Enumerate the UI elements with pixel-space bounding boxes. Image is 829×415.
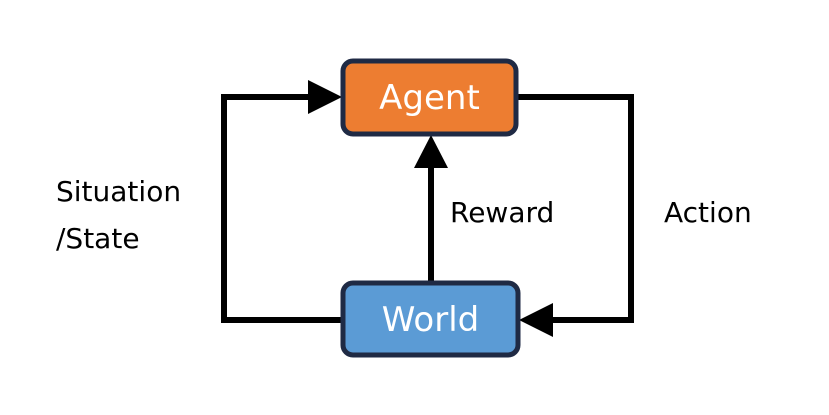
state-arrowhead [308, 80, 342, 114]
reward-label: Reward [450, 196, 554, 229]
state-label-line1: Situation [56, 175, 181, 208]
agent-label: Agent [379, 78, 480, 118]
action-label: Action [664, 196, 752, 229]
action-arrow-line [516, 94, 634, 323]
world-label: World [382, 300, 479, 340]
state-label-line2: /State [56, 222, 140, 255]
agent-box [340, 58, 519, 137]
reward-arrowhead [414, 135, 448, 168]
world-node: World [340, 280, 521, 358]
agent-node: Agent [340, 58, 519, 137]
world-box [340, 280, 521, 358]
action-arrowhead [519, 303, 553, 337]
state-arrow-line [221, 94, 345, 323]
